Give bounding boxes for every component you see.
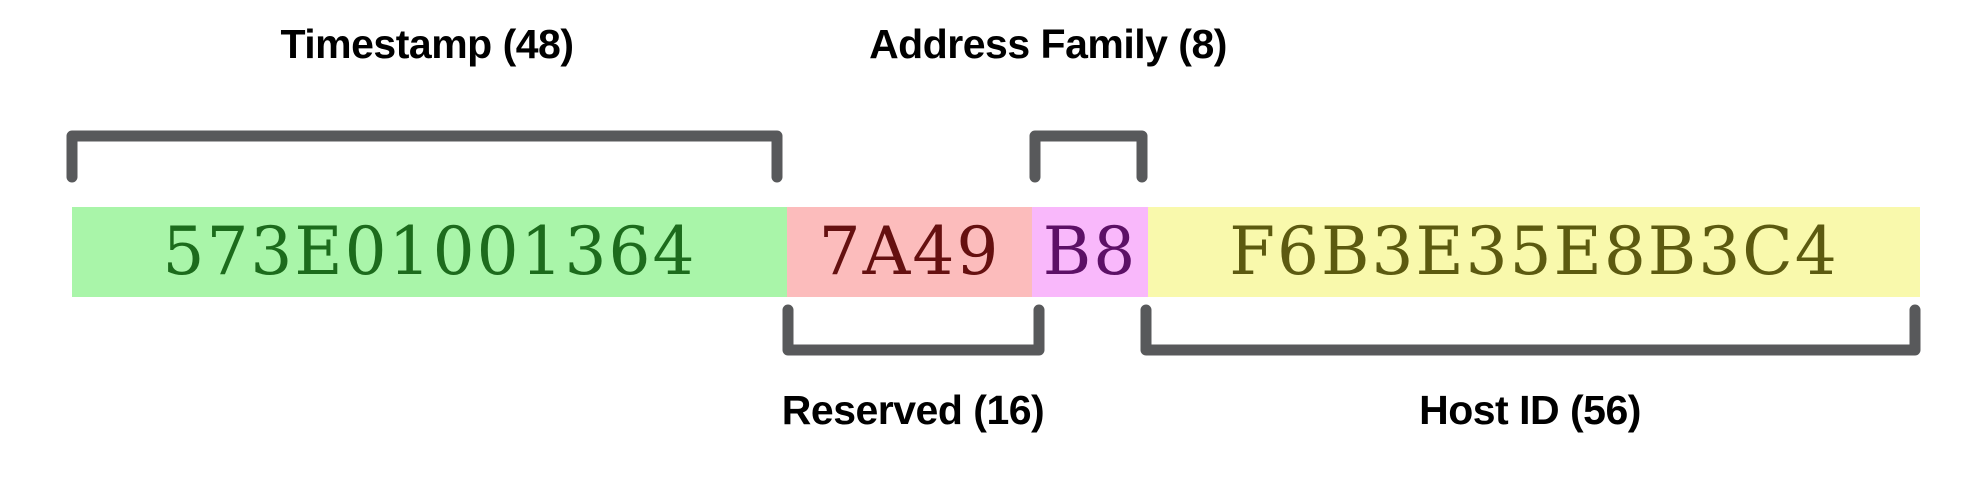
label-reserved: Reserved (16) — [781, 387, 1045, 433]
hex-segment-timestamp[interactable]: 573E01001364 — [72, 207, 787, 297]
hex-segment-host-id[interactable]: F6B3E35E8B3C4 — [1148, 207, 1920, 297]
label-timestamp: Timestamp (48) — [280, 21, 574, 67]
hex-segment-reserved[interactable]: 7A49 — [787, 207, 1032, 297]
bracket-host-id — [1140, 304, 1921, 356]
label-host-id: Host ID (56) — [1419, 387, 1641, 433]
bracket-reserved — [782, 304, 1045, 356]
hex-segment-address-family[interactable]: B8 — [1032, 207, 1148, 297]
bracket-timestamp — [66, 130, 783, 183]
hex-string-strip: 573E01001364 7A49 B8 F6B3E35E8B3C4 — [72, 207, 1920, 297]
bracket-address-family — [1029, 130, 1148, 183]
label-address-family: Address Family (8) — [869, 21, 1227, 67]
